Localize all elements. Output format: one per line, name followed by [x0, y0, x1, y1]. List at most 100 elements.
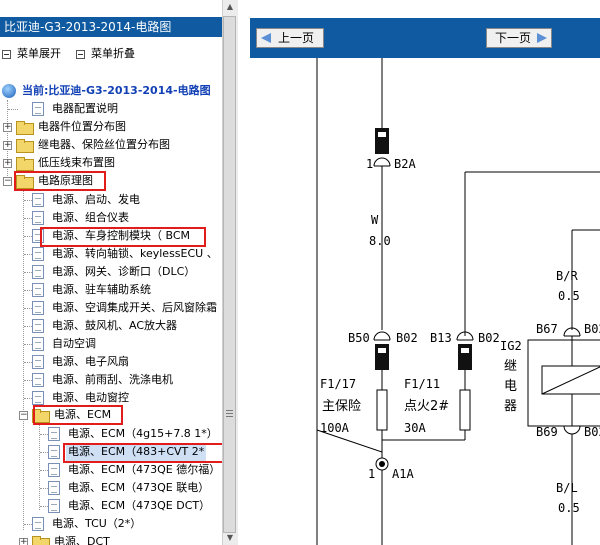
tree-item-label: 电源、ECM（483+CVT 2*: [66, 443, 207, 461]
tree-item-ecm-uae[interactable]: 电源、ECM（473QE 联电）: [48, 479, 211, 497]
svg-text:B69: B69: [536, 425, 558, 439]
tree-item-label: 继电器、保险丝位置分布图: [38, 138, 170, 151]
panel-title: 比亚迪-G3-2013-2014-电路图: [0, 17, 222, 37]
svg-text:电: 电: [504, 379, 517, 394]
tree-item-label: 电源、空调集成开关、后风窗除霜: [52, 301, 217, 314]
expand-icon[interactable]: +: [19, 537, 28, 545]
scrollbar-thumb[interactable]: [223, 16, 236, 533]
tree-item-ecm-4g15[interactable]: 电源、ECM（4g15+7.8 1*）: [48, 425, 220, 443]
tree-item-label: 电源、驻车辅助系统: [52, 283, 151, 296]
svg-text:B2A: B2A: [394, 157, 416, 171]
tree-item-parking-assist[interactable]: 电源、驻车辅助系统: [32, 281, 153, 299]
diagram-panel: 上一页 下一页 1 B2A W 8.0 B50 B02: [250, 0, 600, 545]
scroll-up-icon[interactable]: ▲: [226, 2, 234, 11]
tree-item-schematics[interactable]: 电路原理图: [16, 172, 95, 190]
folder-icon: [16, 121, 34, 135]
tree-item-label: 电源、电动窗控: [52, 391, 129, 404]
tree-item-ecm-dct[interactable]: 电源、ECM（473QE DCT）: [48, 497, 212, 515]
scroll-down-icon[interactable]: ▼: [226, 533, 234, 542]
document-icon: [32, 301, 44, 315]
tree-item-label: 电源、转向轴锁、keylessECU 、: [52, 247, 218, 260]
expand-icon: [2, 49, 11, 59]
document-icon: [32, 193, 44, 207]
tree-item-relay-fuse[interactable]: 继电器、保险丝位置分布图: [16, 136, 172, 154]
tree-item-label: 电源、启动、发电: [52, 193, 140, 206]
next-page-label: 下一页: [494, 31, 531, 45]
svg-text:B02: B02: [478, 331, 500, 345]
svg-text:器: 器: [504, 399, 517, 414]
tree-item-bcm[interactable]: 电源、车身控制模块（ BCM: [32, 227, 192, 245]
tree-item-ecm-delphi[interactable]: 电源、ECM（473QE 德尔福）: [48, 461, 222, 479]
tree-item-label: 电源、DCT: [54, 535, 110, 545]
tree-item-gateway[interactable]: 电源、网关、诊断口（DLC）: [32, 263, 197, 281]
tree-item-ecm-483-cvt[interactable]: 电源、ECM（483+CVT 2*: [48, 443, 207, 461]
svg-text:0.5: 0.5: [558, 289, 580, 303]
document-icon: [32, 337, 44, 351]
document-icon: [32, 102, 44, 116]
tree-root[interactable]: 当前:比亚迪-G3-2013-2014-电路图: [2, 82, 213, 100]
tree-item-label: 电源、TCU（2*）: [52, 517, 142, 530]
tree-item-cluster[interactable]: 电源、组合仪表: [32, 209, 131, 227]
prev-page-button[interactable]: 上一页: [256, 28, 324, 48]
tree-item-label: 电源、ECM（4g15+7.8 1*）: [68, 427, 218, 440]
document-icon: [32, 373, 44, 387]
tree-item-harness[interactable]: 低压线束布置图: [16, 154, 117, 172]
tree-item-label: 电源、ECM（473QE 联电）: [68, 481, 210, 494]
root-icon: [2, 84, 16, 98]
tree-item-auto-ac[interactable]: 自动空调: [32, 335, 98, 353]
tree-item-label: 电器配置说明: [52, 102, 118, 115]
folder-icon: [16, 157, 34, 171]
tree-item-tcu[interactable]: 电源、TCU（2*）: [32, 515, 143, 533]
tree-item-start-charge[interactable]: 电源、启动、发电: [32, 191, 142, 209]
svg-text:B50: B50: [348, 331, 370, 345]
folder-open-icon: [16, 175, 34, 189]
tree-item-power-window[interactable]: 电源、电动窗控: [32, 389, 131, 407]
wiring-diagram: 1 B2A W 8.0 B50 B02 B13 B02 F1/17 主保险 10…: [316, 58, 600, 545]
tree-item-blower[interactable]: 电源、鼓风机、AC放大器: [32, 317, 179, 335]
tree-item-dct[interactable]: 电源、DCT: [32, 533, 112, 545]
collapse-icon[interactable]: −: [19, 410, 28, 420]
tree-item-wiper[interactable]: 电源、前雨刮、洗涤电机: [32, 371, 175, 389]
svg-text:B67: B67: [536, 322, 558, 336]
expand-menu-button[interactable]: 菜单展开: [2, 42, 61, 66]
expand-icon[interactable]: +: [3, 140, 12, 150]
document-icon: [32, 517, 44, 531]
document-icon: [32, 283, 44, 297]
tree-item-config[interactable]: 电器配置说明: [32, 100, 120, 118]
expand-icon[interactable]: +: [3, 158, 12, 168]
document-icon: [32, 319, 44, 333]
tree-item-label: 电源、车身控制模块（ BCM: [52, 229, 191, 242]
svg-text:点火2#: 点火2#: [404, 399, 449, 414]
svg-text:100A: 100A: [320, 421, 350, 435]
collapse-menu-button[interactable]: 菜单折叠: [76, 42, 135, 66]
panel-divider[interactable]: [238, 0, 250, 545]
tree-item-steering-lock[interactable]: 电源、转向轴锁、keylessECU 、: [32, 245, 220, 263]
tree-item-ecm-folder[interactable]: 电源、ECM: [32, 406, 113, 424]
arrow-left-icon: [261, 33, 271, 43]
svg-text:8.0: 8.0: [369, 234, 391, 248]
tree-item-fan[interactable]: 电源、电子风扇: [32, 353, 131, 371]
document-icon: [48, 481, 60, 495]
svg-text:IG2: IG2: [500, 339, 522, 353]
svg-text:B/R: B/R: [556, 269, 578, 283]
tree-panel: 比亚迪-G3-2013-2014-电路图 菜单展开 菜单折叠 当前:比亚迪-G3…: [0, 0, 238, 545]
document-icon: [48, 445, 60, 459]
collapse-menu-label: 菜单折叠: [91, 47, 135, 60]
tree-item-label: 电源、前雨刮、洗涤电机: [52, 373, 173, 386]
document-icon: [32, 355, 44, 369]
tree-root-label: 当前:比亚迪-G3-2013-2014-电路图: [22, 84, 211, 97]
collapse-icon[interactable]: −: [3, 176, 12, 186]
tree-item-component-location[interactable]: 电器件位置分布图: [16, 118, 128, 136]
collapse-icon: [76, 49, 85, 59]
document-icon: [32, 265, 44, 279]
highlight-box: [63, 443, 225, 463]
tree-item-ac-switch[interactable]: 电源、空调集成开关、后风窗除霜: [32, 299, 219, 317]
tree-item-label: 电源、ECM: [54, 408, 112, 421]
expand-icon[interactable]: +: [3, 122, 12, 132]
next-page-button[interactable]: 下一页: [486, 28, 552, 48]
svg-text:继: 继: [504, 359, 517, 374]
svg-text:B13: B13: [430, 331, 452, 345]
tree-item-label: 电源、ECM（473QE 德尔福）: [68, 463, 221, 476]
svg-text:1: 1: [366, 157, 373, 171]
document-icon: [48, 499, 60, 513]
